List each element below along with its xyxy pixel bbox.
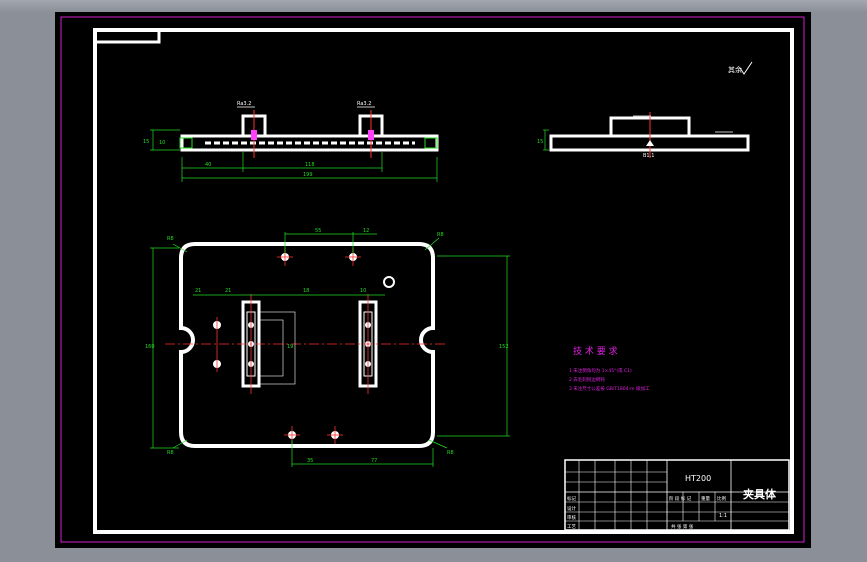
material-label: HT200 (685, 474, 711, 483)
dim-front-small: 10 (159, 140, 165, 146)
dim-plan-mid-4: 10 (360, 288, 366, 294)
sheet-count: 共 张 第 张 (671, 523, 694, 530)
dim-plan-bottom-1: 35 (307, 458, 313, 464)
outer-frame (60, 16, 805, 543)
dim-front-height: 15 (143, 139, 149, 145)
corner-tab (95, 30, 161, 44)
plan-view-dimensions (150, 232, 510, 467)
tech-req-item-2: 2 去毛刺锐边倒钝 (569, 376, 605, 383)
tech-req-item-1: 1 未注倒角均为 1×45°(或 C1) (569, 367, 632, 374)
col-label-stage: 阶 段 标 记 (669, 495, 692, 502)
plan-view (165, 242, 447, 448)
roughness-note: 其余 (728, 65, 742, 74)
row-label-review: 审核 (567, 514, 576, 521)
row-label-process: 工艺 (567, 524, 576, 530)
tech-req-item-3: 3 未注尺寸公差按 GB/T1804-m 级加工 (569, 385, 650, 392)
roughness-symbol (739, 61, 753, 75)
row-label-mark: 标记 (567, 495, 576, 502)
front-view-dimensions (150, 129, 438, 182)
title-block (564, 459, 790, 531)
col-label-weight: 重量 (701, 495, 710, 502)
dim-side-height: 15 (537, 139, 543, 145)
inner-border (93, 28, 794, 534)
dim-plan-bottom-2: 77 (371, 458, 377, 464)
dim-plan-slot: 19 (287, 344, 293, 350)
drawing-canvas: 其余 Ra3.2 Ra3.2 40 118 199 1 (60, 16, 805, 543)
dim-side-bottom: B1.1 (643, 153, 654, 159)
dim-front-total: 199 (303, 172, 313, 178)
front-section-view: Ra3.2 Ra3.2 (179, 101, 439, 158)
row-label-design: 设计 (567, 505, 576, 512)
roughness-label-1: Ra3.2 (237, 101, 251, 107)
dim-front-mid: 118 (305, 162, 315, 168)
dim-plan-mid-3: 18 (303, 288, 309, 294)
dim-plan-top-2: 12 (363, 228, 369, 234)
radius-top-left: R8 (167, 236, 174, 242)
radius-bottom-left: R8 (167, 450, 174, 456)
dim-front-left: 40 (205, 162, 211, 168)
radius-top-right: R8 (437, 232, 444, 238)
dim-plan-mid-2: 21 (225, 288, 231, 294)
radius-bottom-right: R8 (447, 450, 454, 456)
roughness-label-2: Ra3.2 (357, 101, 371, 107)
dim-plan-mid-1: 21 (195, 288, 201, 294)
col-label-scale: 比例 (717, 495, 726, 502)
side-view (543, 112, 750, 158)
dim-plan-left-height: 160 (145, 344, 155, 350)
tech-req-title: 技 术 要 求 (573, 345, 618, 357)
dim-plan-right-height: 152 (499, 344, 509, 350)
scale-value: 1:1 (719, 513, 727, 519)
part-name: 夹具体 (743, 487, 777, 501)
technical-requirements: 技 术 要 求 1 未注倒角均为 1×45°(或 C1) 2 去毛刺锐边倒钝 3… (569, 345, 650, 392)
dim-plan-top-1: 55 (315, 228, 321, 234)
cad-drawing-viewport[interactable]: 其余 Ra3.2 Ra3.2 40 118 199 1 (55, 12, 811, 548)
